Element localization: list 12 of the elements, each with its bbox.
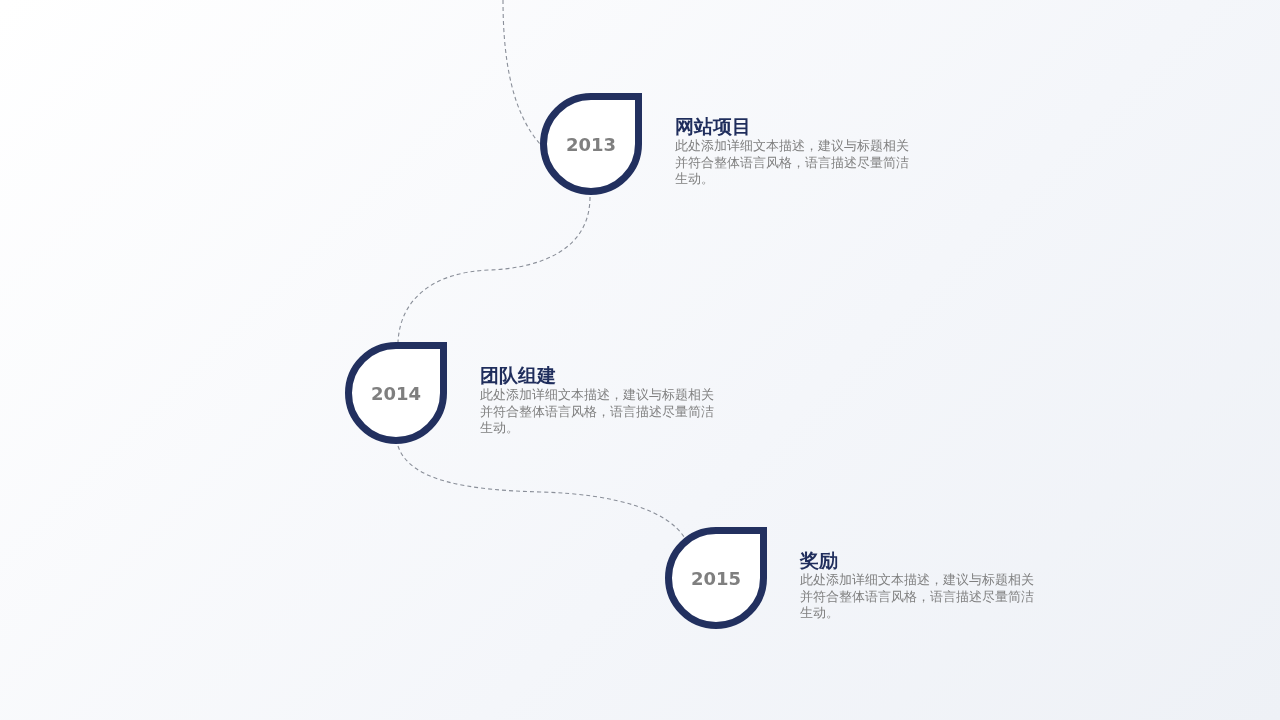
dashed-connector (502, 0, 541, 145)
dashed-connector (397, 445, 685, 538)
description-text: 此处添加详细文本描述，建议与标题相关并符合整体语言风格，语言描述尽量简洁生动。 (480, 387, 715, 437)
description-text: 此处添加详细文本描述，建议与标题相关并符合整体语言风格，语言描述尽量简洁生动。 (800, 572, 1035, 622)
milestone-heading: 网站项目 (675, 114, 751, 138)
description-text: 此处添加详细文本描述，建议与标题相关并符合整体语言风格，语言描述尽量简洁生动。 (675, 138, 910, 188)
year-label: 2014 (369, 382, 423, 404)
year-label: 2015 (689, 567, 743, 589)
milestone-heading: 奖励 (800, 548, 838, 572)
milestone-heading: 团队组建 (480, 363, 556, 387)
dashed-connector (397, 196, 591, 343)
year-label: 2013 (564, 133, 618, 155)
